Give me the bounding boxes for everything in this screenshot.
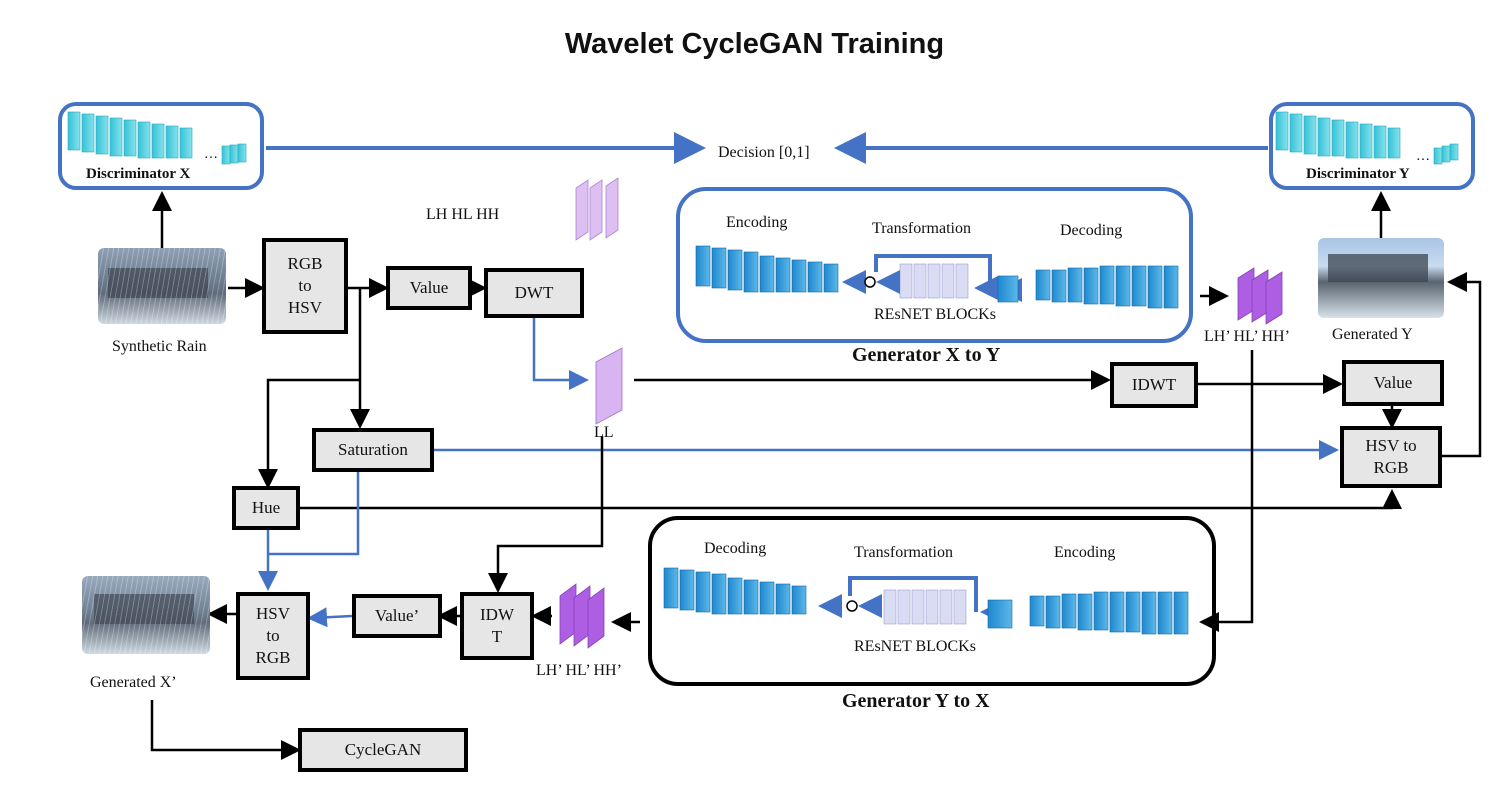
saturation-block: Saturation — [312, 428, 434, 472]
dwt-block: DWT — [484, 268, 584, 318]
rain-photo-icon — [98, 248, 226, 324]
layer-stack-icon — [883, 589, 967, 625]
clear-photo-icon — [1318, 238, 1444, 318]
svg-text:…: … — [204, 147, 218, 162]
decision-label: Decision [0,1] — [718, 144, 810, 161]
generator-yx-title: Generator Y to X — [842, 690, 990, 712]
ll-label: LL — [594, 424, 614, 441]
sum-node-icon — [846, 600, 858, 612]
gen-xy-resnet-label: REsNET BLOCKs — [874, 306, 996, 323]
discriminator-x-panel — [58, 102, 264, 190]
lh-prime-top-label: LH’ HL’ HH’ — [1204, 328, 1290, 345]
hue-block: Hue — [232, 486, 300, 530]
layer-stack-icon — [1029, 591, 1189, 635]
cyclegan-block: CycleGAN — [298, 728, 468, 772]
diagram-title: Wavelet CycleGAN Training — [564, 28, 945, 60]
gen-yx-decoding-label: Decoding — [704, 540, 767, 557]
generator-xy-panel — [676, 187, 1193, 343]
layer-stack-icon — [1237, 267, 1283, 325]
lh-hl-hh-label: LH HL HH — [426, 206, 500, 223]
layer-stack-icon — [559, 583, 605, 649]
layer-stack-icon — [575, 177, 619, 241]
lh-prime-bottom-label: LH’ HL’ HH’ — [536, 662, 622, 679]
layer-stack-icon — [595, 347, 623, 425]
gen-yx-resnet-label: REsNET BLOCKs — [854, 638, 976, 655]
gen-yx-encoding-label: Encoding — [1054, 544, 1116, 561]
gen-xy-transformation-label: Transformation — [872, 220, 971, 237]
gen-xy-encoding-label: Encoding — [726, 214, 788, 231]
layer-stack-icon — [899, 263, 969, 299]
value-block: Value — [386, 266, 472, 310]
layer-stack-icon — [67, 111, 247, 165]
generated-y-label: Generated Y — [1332, 326, 1413, 343]
rain-photo-icon — [82, 576, 210, 654]
hsv-to-rgb-left-block: HSV to RGB — [236, 592, 310, 680]
layer-stack-icon — [663, 567, 807, 615]
svg-text:…: … — [1416, 149, 1430, 164]
generator-yx-panel — [648, 516, 1216, 686]
synthetic-rain-label: Synthetic Rain — [112, 338, 207, 355]
value-right-block: Value — [1342, 360, 1444, 406]
idwt-top-block: IDWT — [1110, 362, 1198, 408]
generated-x-label: Generated X’ — [90, 674, 177, 691]
rgb-to-hsv-block: RGB to HSV — [262, 238, 348, 334]
sum-node-icon — [864, 276, 876, 288]
layer-stack-icon — [1275, 111, 1459, 165]
value-prime-block: Value’ — [352, 594, 442, 638]
discriminator-y-panel — [1269, 102, 1475, 190]
layer-stack-icon — [1035, 265, 1179, 309]
idwt-bottom-block: IDW T — [460, 592, 534, 660]
generator-xy-title: Generator X to Y — [852, 344, 1001, 366]
layer-stack-icon — [695, 245, 839, 293]
discriminator-y-label: Discriminator Y — [1306, 166, 1410, 182]
hsv-to-rgb-right-block: HSV to RGB — [1340, 426, 1442, 488]
gen-yx-transformation-label: Transformation — [854, 544, 953, 561]
discriminator-x-label: Discriminator X — [86, 166, 191, 182]
gen-xy-decoding-label: Decoding — [1060, 222, 1123, 239]
